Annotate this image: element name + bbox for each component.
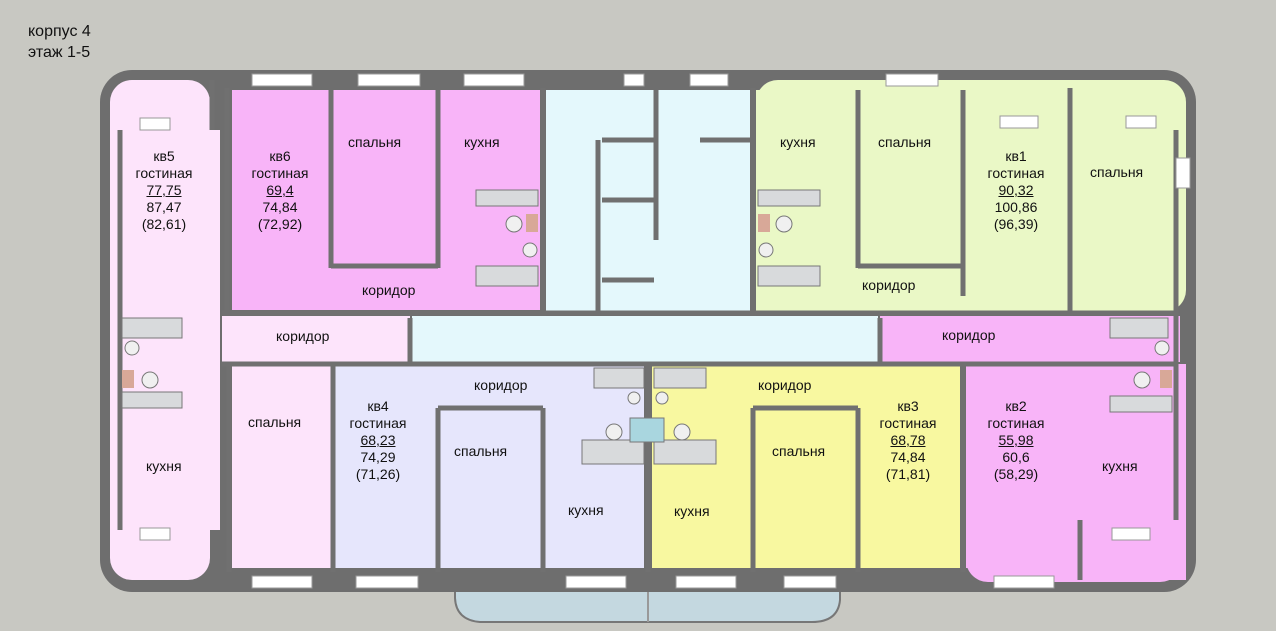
room-label-bedroom: спальня (772, 443, 826, 459)
room-label-bedroom: спальня (1090, 164, 1144, 180)
apartment-name: кв1 (1005, 148, 1027, 164)
room-label-corridor: коридор (474, 377, 528, 393)
apartment-name: кв3 (897, 398, 919, 414)
apartment-name: кв4 (367, 398, 389, 414)
apartment-living-area: 90,32 (998, 182, 1034, 198)
room-label-bedroom: спальня (348, 134, 402, 150)
apartment-alt-area: (82,61) (141, 216, 187, 232)
apartment-alt-area: (58,29) (993, 466, 1039, 482)
apartment-total-area: 60,6 (1002, 449, 1030, 465)
apartment-room: гостиная (349, 415, 407, 431)
apartment-kv5-info: кв5 гостиная 77,75 87,47 (82,61) (126, 148, 202, 233)
room-label-bedroom: спальня (454, 443, 508, 459)
room-label-corridor: коридор (362, 282, 416, 298)
apartment-total-area: 74,29 (360, 449, 396, 465)
apartment-kv2-info: кв2 гостиная 55,98 60,6 (58,29) (976, 398, 1056, 483)
apartment-kv4-info: кв4 гостиная 68,23 74,29 (71,26) (340, 398, 416, 483)
apartment-name: кв6 (269, 148, 291, 164)
apartment-total-area: 74,84 (890, 449, 926, 465)
apartment-alt-area: (71,26) (355, 466, 401, 482)
floor-label: этаж 1-5 (28, 44, 91, 61)
apartment-room: гостиная (251, 165, 309, 181)
apartment-room: гостиная (135, 165, 193, 181)
apartment-total-area: 74,84 (262, 199, 298, 215)
apartment-living-area: 68,23 (360, 432, 396, 448)
room-label-bedroom: спальня (878, 134, 932, 150)
room-label-corridor: коридор (862, 277, 916, 293)
apartment-kv3-area (652, 366, 960, 568)
apartment-kv6-info: кв6 гостиная 69,4 74,84 (72,92) (242, 148, 318, 233)
apartment-living-area: 68,78 (890, 432, 926, 448)
apartment-alt-area: (71,81) (885, 466, 931, 482)
room-label-kitchen: кухня (674, 503, 710, 519)
room-label-corridor: коридор (942, 327, 996, 343)
apartment-kv1-info: кв1 гостиная 90,32 100,86 (96,39) (976, 148, 1056, 233)
room-label-kitchen: кухня (568, 502, 604, 518)
apartment-total-area: 87,47 (146, 199, 182, 215)
apartment-alt-area: (96,39) (993, 216, 1039, 232)
apartment-total-area: 100,86 (994, 199, 1038, 215)
room-label-corridor: коридор (758, 377, 812, 393)
room-label-kitchen: кухня (464, 134, 500, 150)
apartment-room: гостиная (987, 415, 1045, 431)
room-label-kitchen: кухня (780, 134, 816, 150)
room-label-corridor: коридор (276, 328, 330, 344)
apartment-room: гостиная (879, 415, 937, 431)
room-label-kitchen: кухня (146, 458, 182, 474)
apartment-alt-area: (72,92) (257, 216, 303, 232)
room-label-bedroom: спальня (248, 414, 302, 430)
apartment-name: кв2 (1005, 398, 1027, 414)
apartment-name: кв5 (153, 148, 175, 164)
apartment-living-area: 69,4 (266, 182, 294, 198)
apartment-room: гостиная (987, 165, 1045, 181)
apartment-living-area: 55,98 (998, 432, 1034, 448)
apartment-living-area: 77,75 (146, 182, 182, 198)
apartment-kv3-info: кв3 гостиная 68,78 74,84 (71,81) (868, 398, 948, 483)
building-label: корпус 4 (28, 23, 91, 40)
room-label-kitchen: кухня (1102, 458, 1138, 474)
